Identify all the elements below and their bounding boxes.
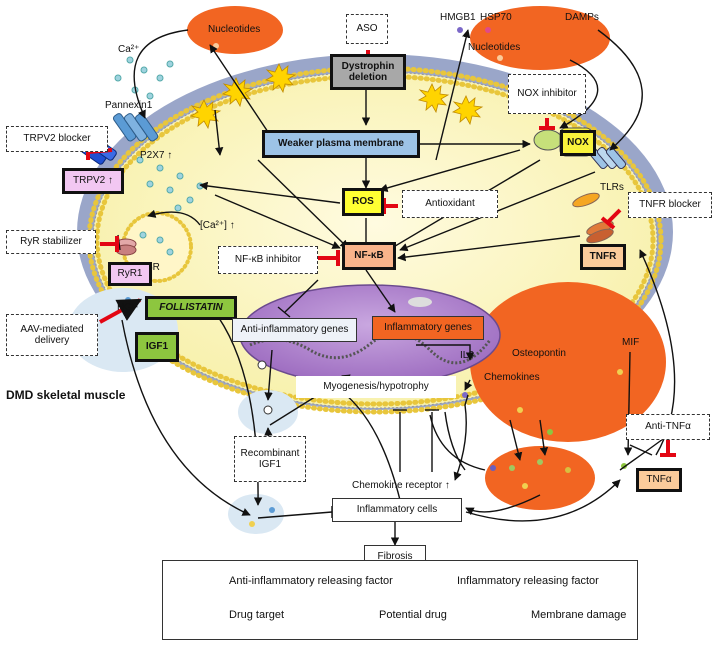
pannexin-channel xyxy=(112,113,159,142)
chromatin xyxy=(249,331,492,365)
calcium-label: Ca²⁺ xyxy=(118,44,140,55)
membrane-damage-star xyxy=(417,83,450,114)
nucleotides-right-label: Nucleotides xyxy=(468,42,521,53)
legend-potential-drug: Potential drug xyxy=(379,609,447,621)
target-igf1: IGF1 xyxy=(135,332,179,362)
molecule-dots xyxy=(114,56,204,256)
nucleolus xyxy=(408,297,432,307)
damps-label: DAMPs xyxy=(565,12,599,23)
membrane-damage-star xyxy=(221,77,254,108)
target-nfkb: NF-κB xyxy=(342,242,396,270)
inflammatory-cells: Inflammatory cells xyxy=(332,498,462,522)
legend-inflammatory-factor: Inflammatory releasing factor xyxy=(457,575,599,587)
target-nox: NOX xyxy=(560,130,596,156)
diagram-title: DMD skeletal muscle xyxy=(6,388,126,402)
inhibition-lines xyxy=(277,279,486,518)
drug-recombinant-igf1: Recombinant IGF1 xyxy=(234,436,306,482)
nucleotides-left-label: Nucleotides xyxy=(208,24,261,35)
drug-anti-tnfa: Anti-TNFα xyxy=(626,414,710,440)
legend-drug-target: Drug target xyxy=(229,609,285,621)
target-follistatin: FOLLISTATIN xyxy=(145,296,237,320)
target-trpv2: TRPV2 ↑ xyxy=(62,168,124,194)
drug-aav-delivery: AAV-mediated delivery xyxy=(6,314,98,356)
p2x7-label: P2X7 ↑ xyxy=(140,150,173,161)
secreted-factors xyxy=(485,446,595,510)
myogenesis-hypotrophy: Myogenesis/hypotrophy xyxy=(296,376,456,398)
calcium-increase-label: [Ca²⁺] ↑ xyxy=(200,220,235,231)
tlrs-label: TLRs xyxy=(600,182,624,193)
target-ryr1: RyR1 xyxy=(108,262,152,286)
drug-antioxidant: Antioxidant xyxy=(402,190,498,218)
anti-inflammatory-genes: Anti-inflammatory genes xyxy=(232,318,357,342)
osteopontin-label: Osteopontin xyxy=(512,348,566,359)
hmgb1-label: HMGB1 xyxy=(440,12,476,23)
drug-trpv2-blocker: TRPV2 blocker xyxy=(6,126,108,152)
chemokine-receptor-label: Chemokine receptor ↑ xyxy=(352,480,450,491)
target-ros: ROS xyxy=(342,188,384,216)
legend: Anti-inflammatory releasing factor Infla… xyxy=(162,560,638,640)
target-tnfr: TNFR xyxy=(580,244,626,270)
mif-label: MIF xyxy=(622,337,640,348)
legend-anti-factor: Anti-inflammatory releasing factor xyxy=(229,575,393,587)
membrane-damage-star xyxy=(264,63,297,94)
inflammatory-factor-region xyxy=(470,282,666,442)
drug-nox-inhibitor: NOX inhibitor xyxy=(508,74,586,114)
il6-label: IL6 xyxy=(460,350,474,361)
target-dystrophin-deletion: Dystrophin deletion xyxy=(330,54,406,90)
membrane-damage-star xyxy=(451,95,484,126)
drug-nfkb-inhibitor: NF-κB inhibitor xyxy=(218,246,318,274)
pannexin-label: Pannexin1 xyxy=(105,100,153,111)
drug-tnfr-blocker: TNFR blocker xyxy=(628,192,712,218)
chemokines-label: Chemokines xyxy=(484,372,540,383)
drug-aso: ASO xyxy=(346,14,388,44)
legend-membrane-damage: Membrane damage xyxy=(531,609,627,621)
sr-label: SR xyxy=(146,262,160,273)
membrane-damage-star xyxy=(189,99,222,130)
inflammatory-genes: Inflammatory genes xyxy=(372,316,484,340)
damps-region xyxy=(470,6,610,70)
hgf-label: HGF xyxy=(117,302,139,313)
target-tnfa: TNFα xyxy=(636,468,682,492)
anti-factor-cells xyxy=(228,494,284,534)
hsp70-label: HSP70 xyxy=(480,12,512,23)
nucleotides-release xyxy=(187,6,283,54)
target-weaker-plasma-membrane: Weaker plasma membrane xyxy=(262,130,420,158)
tnfr-receptor xyxy=(572,192,614,244)
drug-ryr-stabilizer: RyR stabilizer xyxy=(6,230,96,254)
